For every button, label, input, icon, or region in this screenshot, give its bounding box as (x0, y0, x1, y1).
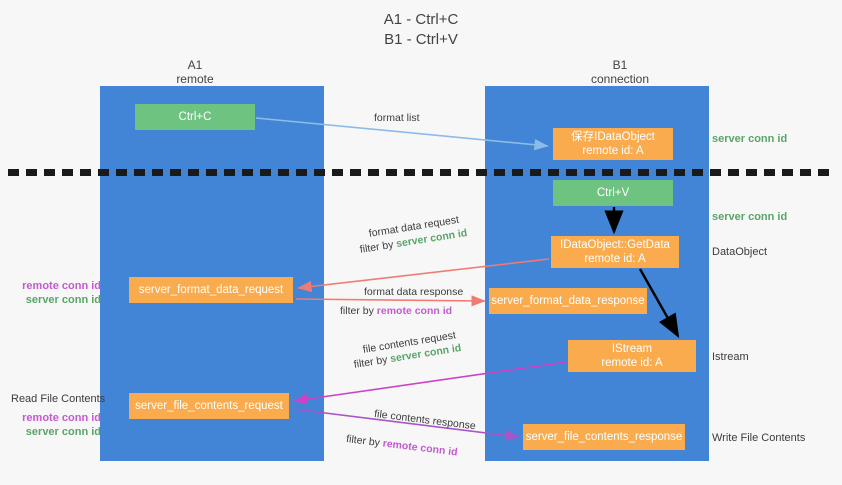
box-server-file-contents-request-label: server_file_contents_request (135, 400, 283, 412)
box-save-idataobject-line2: remote id: A (582, 145, 644, 157)
annotation-read-file-contents: Read File Contents (11, 393, 106, 405)
filter-value-remote-conn-id: remote conn id (376, 305, 453, 317)
box-idataobject-getdata[interactable]: IDataObject::GetData remote id: A (551, 236, 679, 268)
lane-header-b1: B1 connection (545, 58, 695, 86)
title-line-1: A1 - Ctrl+C (383, 11, 459, 28)
box-getdata-line1: IDataObject::GetData (560, 239, 670, 251)
filter-value-remote-conn-id: remote conn id (382, 437, 459, 459)
box-server-format-data-response[interactable]: server_format_data_response (489, 288, 647, 314)
annotation-remote-conn-id-upper: remote conn id (22, 280, 101, 292)
box-istream-line2: remote id: A (601, 357, 663, 369)
box-istream-line1: IStream (611, 343, 653, 355)
box-ctrl-c[interactable]: Ctrl+C (135, 104, 255, 130)
annotation-conn-ids-upper: remote conn id server conn id (11, 279, 101, 307)
annotation-write-file-contents: Write File Contents (712, 432, 806, 444)
label-format-list: format list (374, 112, 420, 124)
box-server-format-data-request[interactable]: server_format_data_request (129, 277, 293, 303)
label-file-contents-response: file contents response (373, 408, 477, 433)
annotation-server-conn-id-mid: server conn id (712, 211, 788, 223)
dashed-divider-line (8, 169, 834, 176)
box-getdata-line2: remote id: A (584, 253, 646, 265)
filter-prefix: filter by (359, 238, 398, 256)
box-server-file-contents-request[interactable]: server_file_contents_request (129, 393, 289, 419)
box-save-idataobject-line1: 保存IDataObject (571, 131, 655, 143)
annotation-server-conn-id-top: server conn id (712, 133, 788, 145)
filter-prefix: filter by (345, 433, 384, 450)
annotation-dataobject: DataObject (712, 246, 768, 258)
arrow-format-data-response (295, 295, 486, 307)
filter-prefix: filter by (340, 305, 377, 317)
title-line-2: B1 - Ctrl+V (384, 31, 458, 48)
lane-b1-name: B1 (612, 58, 628, 72)
box-server-format-data-response-label: server_format_data_response (491, 295, 645, 307)
label-format-data-response: format data response (364, 286, 464, 298)
annotation-server-conn-id-lower: server conn id (25, 426, 101, 438)
box-save-idataobject[interactable]: 保存IDataObject remote id: A (553, 128, 673, 160)
page-title: A1 - Ctrl+C B1 - Ctrl+V (0, 10, 842, 50)
annotation-server-conn-id-upper: server conn id (25, 294, 101, 306)
box-server-file-contents-response-label: server_file_contents_response (525, 431, 683, 443)
box-istream[interactable]: IStream remote id: A (568, 340, 696, 372)
label-format-data-response-filter: filter by remote conn id (340, 305, 452, 318)
annotation-remote-conn-id-lower: remote conn id (22, 412, 101, 424)
annotation-conn-ids-lower: remote conn id server conn id (11, 411, 101, 439)
box-server-format-data-request-label: server_format_data_request (138, 284, 284, 296)
lane-b1-sub: connection (590, 72, 650, 86)
box-ctrl-v-label: Ctrl+V (596, 187, 630, 199)
lane-header-a1: A1 remote (120, 58, 270, 86)
lane-a1-name: A1 (187, 58, 203, 72)
annotation-istream: Istream (712, 351, 749, 363)
box-server-file-contents-response[interactable]: server_file_contents_response (523, 424, 685, 450)
filter-prefix: filter by (353, 353, 392, 371)
box-ctrl-c-label: Ctrl+C (178, 111, 212, 123)
lane-a1-sub: remote (176, 72, 214, 86)
box-ctrl-v[interactable]: Ctrl+V (553, 180, 673, 206)
label-file-contents-response-filter: filter by remote conn id (345, 433, 459, 460)
